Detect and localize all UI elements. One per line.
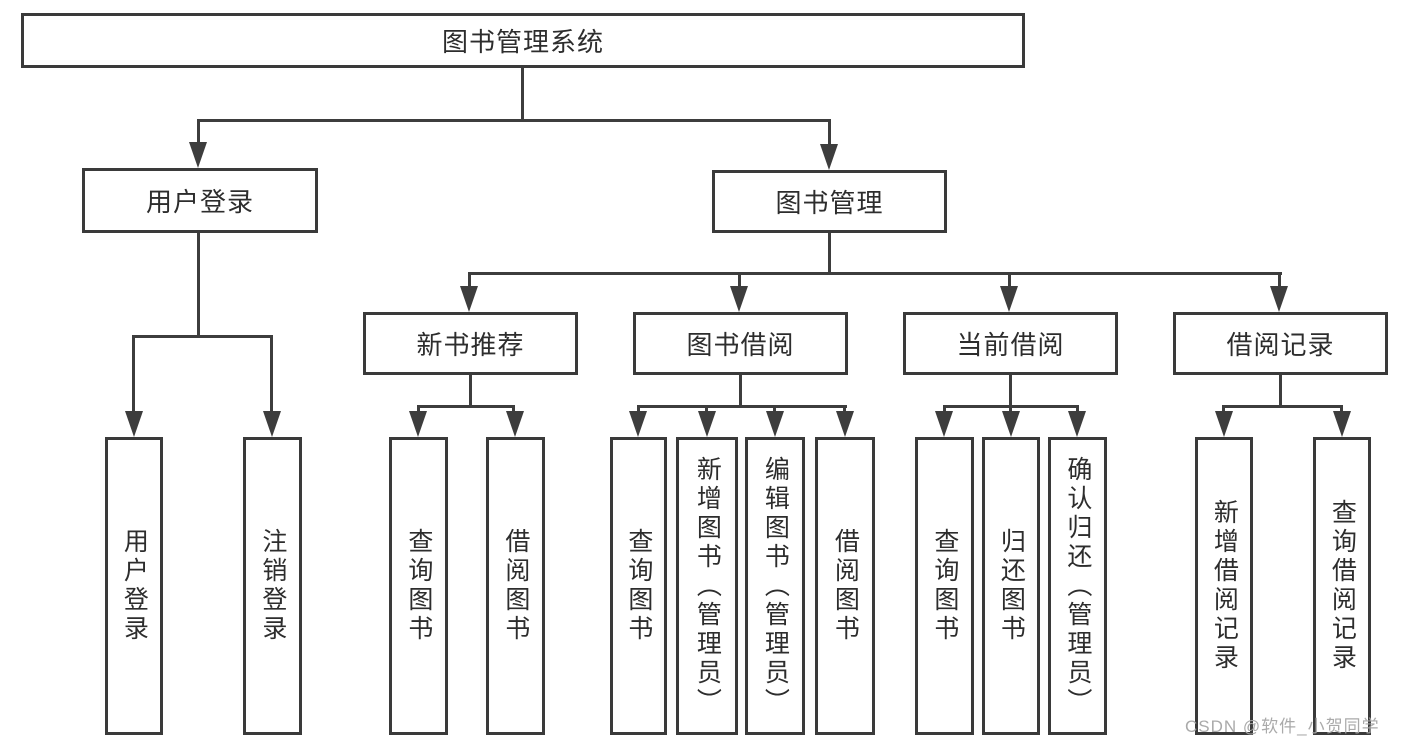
leaf-bb-add-books-admin: 新增图书（管理员） xyxy=(676,437,738,735)
arrow-down-icon xyxy=(730,286,748,312)
arrow-down-icon xyxy=(263,411,281,437)
arrow-down-icon xyxy=(506,411,524,437)
leaf-label: 查询图书 xyxy=(930,528,959,644)
arrow-down-icon xyxy=(629,411,647,437)
connector-user-vertical xyxy=(197,233,200,337)
arrow-down-icon xyxy=(125,411,143,437)
leaf-label: 查询图书 xyxy=(404,528,433,644)
connector-borrowrecords-vertical xyxy=(1279,375,1282,405)
node-user-login-label: 用户登录 xyxy=(145,187,254,217)
connector-drop-level2 xyxy=(738,272,741,288)
leaf-cb-query-books: 查询图书 xyxy=(915,437,974,735)
connector-drop-leaf xyxy=(637,405,640,413)
connector-drop-book-mgmt xyxy=(828,119,831,147)
arrow-down-icon xyxy=(820,144,838,170)
node-book-borrow-label: 图书借阅 xyxy=(686,330,795,360)
leaf-label: 新增图书（管理员） xyxy=(693,455,722,717)
leaf-br-query-borrow-record: 查询借阅记录 xyxy=(1313,437,1371,735)
arrow-down-icon xyxy=(1000,286,1018,312)
leaf-logout-login: 注销登录 xyxy=(243,437,302,735)
connector-drop-level2 xyxy=(468,272,471,288)
leaf-nb-borrow-books: 借阅图书 xyxy=(486,437,545,735)
connector-currentborrow-vertical xyxy=(1009,375,1012,405)
connector-bookborrow-vertical xyxy=(739,375,742,405)
leaf-bb-borrow-books: 借阅图书 xyxy=(815,437,875,735)
connector-drop-leaf xyxy=(270,335,273,413)
node-new-books-label: 新书推荐 xyxy=(416,330,525,360)
arrow-down-icon xyxy=(189,142,207,168)
connector-level1-horizontal xyxy=(197,119,831,122)
leaf-br-add-borrow-record: 新增借阅记录 xyxy=(1195,437,1253,735)
connector-borrowrecords-horizontal xyxy=(1222,405,1343,408)
leaf-cb-confirm-return-admin: 确认归还（管理员） xyxy=(1048,437,1107,735)
arrow-down-icon xyxy=(1002,411,1020,437)
node-new-books: 新书推荐 xyxy=(363,312,578,375)
arrow-down-icon xyxy=(698,411,716,437)
connector-user-horizontal xyxy=(132,335,273,338)
arrow-down-icon xyxy=(1215,411,1233,437)
node-book-mgmt: 图书管理 xyxy=(712,170,947,233)
connector-drop-leaf xyxy=(512,405,515,413)
arrow-down-icon xyxy=(935,411,953,437)
node-book-mgmt-label: 图书管理 xyxy=(775,188,884,218)
connector-root-vertical xyxy=(521,66,524,121)
leaf-label: 归还图书 xyxy=(997,528,1026,644)
leaf-bb-query-books: 查询图书 xyxy=(610,437,667,735)
arrow-down-icon xyxy=(409,411,427,437)
connector-drop-level2 xyxy=(1278,272,1281,288)
arrow-down-icon xyxy=(766,411,784,437)
connector-drop-level2 xyxy=(1008,272,1011,288)
connector-drop-leaf xyxy=(132,335,135,413)
node-root-label: 图书管理系统 xyxy=(441,27,604,57)
connector-drop-leaf xyxy=(705,405,708,413)
connector-mgmt-vertical xyxy=(828,233,831,274)
leaf-label: 注销登录 xyxy=(258,528,287,644)
leaf-label: 查询图书 xyxy=(624,528,653,644)
node-book-borrow: 图书借阅 xyxy=(633,312,848,375)
leaf-label: 新增借阅记录 xyxy=(1210,499,1239,673)
leaf-bb-edit-books-admin: 编辑图书（管理员） xyxy=(745,437,805,735)
watermark-text: CSDN @软件_小贺同学 xyxy=(1185,717,1380,736)
connector-mgmt-horizontal xyxy=(468,272,1282,275)
connector-drop-leaf xyxy=(843,405,846,413)
node-current-borrow-label: 当前借阅 xyxy=(956,330,1065,360)
leaf-user-login: 用户登录 xyxy=(105,437,163,735)
connector-drop-leaf xyxy=(943,405,946,413)
connector-drop-leaf xyxy=(417,405,420,413)
leaf-nb-query-books: 查询图书 xyxy=(389,437,448,735)
leaf-label: 查询借阅记录 xyxy=(1328,499,1357,673)
leaf-label: 用户登录 xyxy=(120,528,149,644)
node-user-login: 用户登录 xyxy=(82,168,318,233)
arrow-down-icon xyxy=(1333,411,1351,437)
node-borrow-records-label: 借阅记录 xyxy=(1226,330,1335,360)
connector-newbooks-vertical xyxy=(469,375,472,405)
leaf-label: 借阅图书 xyxy=(831,528,860,644)
arrow-down-icon xyxy=(460,286,478,312)
arrow-down-icon xyxy=(1068,411,1086,437)
connector-drop-leaf xyxy=(773,405,776,413)
leaf-label: 借阅图书 xyxy=(501,528,530,644)
node-current-borrow: 当前借阅 xyxy=(903,312,1118,375)
connector-drop-leaf xyxy=(1222,405,1225,413)
leaf-label: 编辑图书（管理员） xyxy=(761,455,790,717)
node-borrow-records: 借阅记录 xyxy=(1173,312,1388,375)
connector-drop-user-login xyxy=(197,119,200,145)
node-root: 图书管理系统 xyxy=(21,13,1025,68)
connector-drop-leaf xyxy=(1076,405,1079,413)
leaf-cb-return-books: 归还图书 xyxy=(982,437,1040,735)
connector-drop-leaf xyxy=(1340,405,1343,413)
connector-drop-leaf xyxy=(1009,405,1012,413)
connector-bookborrow-horizontal xyxy=(637,405,847,408)
connector-newbooks-horizontal xyxy=(417,405,515,408)
arrow-down-icon xyxy=(1270,286,1288,312)
leaf-label: 确认归还（管理员） xyxy=(1063,455,1092,717)
arrow-down-icon xyxy=(836,411,854,437)
